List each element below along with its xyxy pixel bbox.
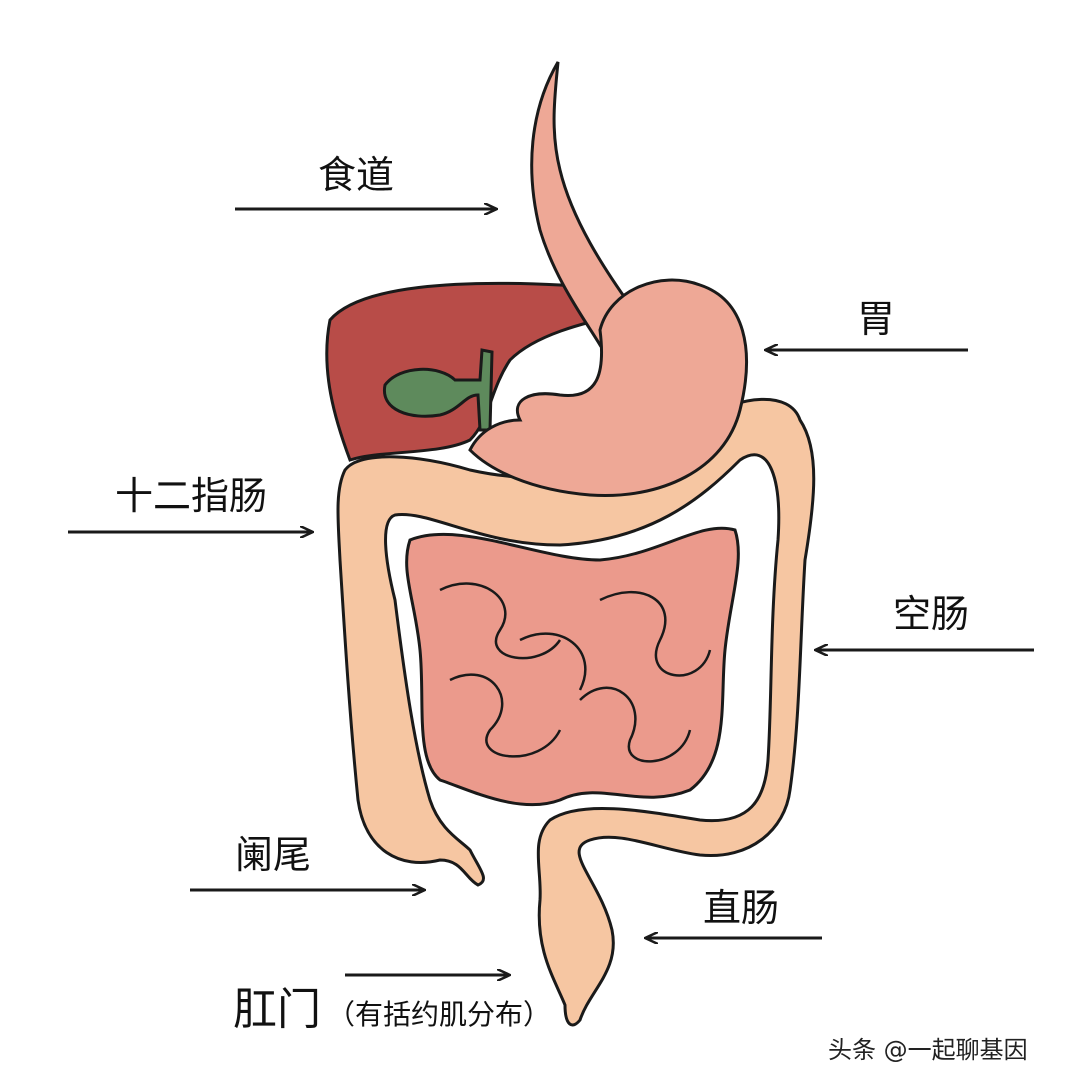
stomach <box>468 278 748 498</box>
label-appendix: 阑尾 <box>235 833 312 877</box>
label-stomach: 胃 <box>857 297 896 341</box>
label-esophagus: 食道 <box>318 153 395 197</box>
label-anus-text: 肛门 <box>233 984 321 1035</box>
label-anus: 肛门（有括约肌分布） <box>233 988 551 1032</box>
pointer-arrows <box>68 209 1034 975</box>
large-intestine <box>336 397 816 1027</box>
label-anus-note: （有括约肌分布） <box>327 998 552 1031</box>
label-duodenum: 十二指肠 <box>115 474 268 518</box>
intestine-coils <box>439 582 712 763</box>
watermark: 头条 @一起聊基因 <box>828 1036 1028 1064</box>
label-rectum: 直肠 <box>703 886 780 930</box>
small-intestine <box>405 526 740 807</box>
label-jejunum: 空肠 <box>893 592 970 636</box>
gallbladder <box>383 348 494 432</box>
